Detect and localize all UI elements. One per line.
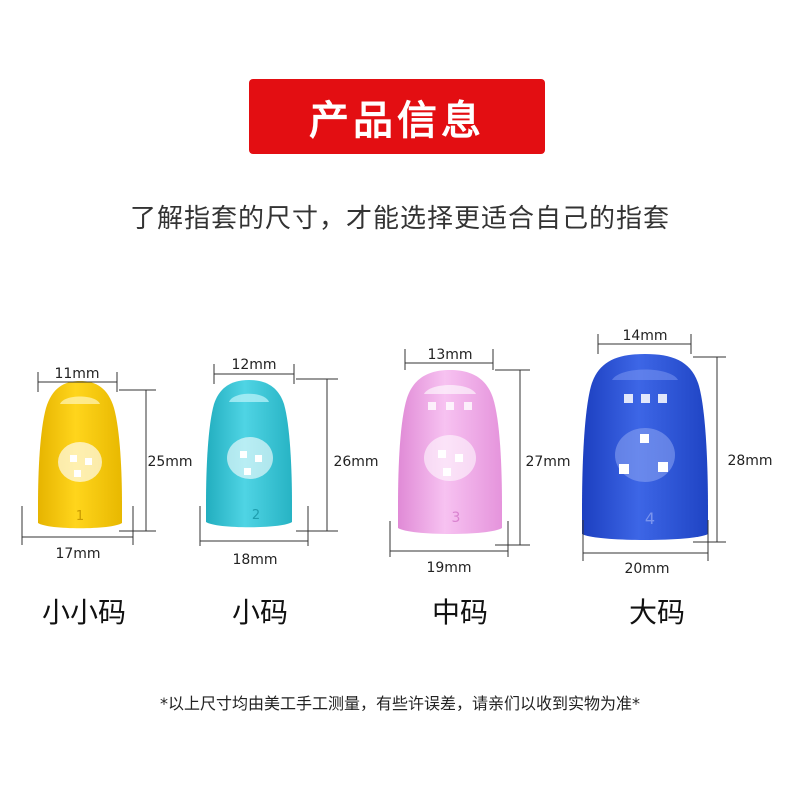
- size-name-label: 小码: [232, 596, 288, 629]
- product-m: 3 13mm 27mm 19mm 中码: [389, 347, 571, 629]
- size-number: 1: [76, 509, 84, 524]
- bottom-width-label: 18mm: [232, 552, 277, 568]
- cyan-finger-cot-image: 2: [206, 380, 292, 528]
- size-comparison-figure: 1 11mm 25mm 17mm 小小码 2 12mm: [21, 328, 773, 629]
- bottom-width-label: 17mm: [55, 546, 100, 562]
- top-width-label: 14mm: [622, 328, 667, 344]
- height-label: 27mm: [525, 454, 570, 470]
- size-name-label: 大码: [629, 596, 685, 629]
- pink-finger-cot-image: 3: [398, 370, 502, 534]
- measurement-note: *以上尺寸均由美工手工测量，有些许误差，请亲们以收到实物为准*: [159, 694, 640, 713]
- height-label: 26mm: [333, 454, 378, 470]
- blue-finger-cot-image: 4: [582, 354, 708, 540]
- page-subtitle: 了解指套的尺寸，才能选择更适合自己的指套: [129, 204, 670, 234]
- page-title: 产品信息: [309, 97, 485, 144]
- height-label: 25mm: [147, 454, 192, 470]
- size-number: 4: [645, 509, 655, 528]
- top-width-label: 11mm: [54, 366, 99, 382]
- product-s: 2 12mm 26mm 18mm 小码: [199, 357, 379, 629]
- product-xxs: 1 11mm 25mm 17mm 小小码: [21, 366, 193, 629]
- bottom-width-label: 20mm: [624, 561, 669, 577]
- size-number: 3: [452, 510, 461, 526]
- height-label: 28mm: [727, 453, 772, 469]
- size-name-label: 小小码: [42, 596, 126, 629]
- title-banner: 产品信息: [249, 79, 545, 154]
- yellow-finger-cot-image: 1: [38, 381, 122, 529]
- product-l: 4 14mm 28mm 20mm 大码: [582, 328, 773, 629]
- size-number: 2: [252, 508, 260, 523]
- top-width-label: 12mm: [231, 357, 276, 373]
- size-name-label: 中码: [432, 596, 488, 629]
- top-width-label: 13mm: [427, 347, 472, 363]
- bottom-width-label: 19mm: [426, 560, 471, 576]
